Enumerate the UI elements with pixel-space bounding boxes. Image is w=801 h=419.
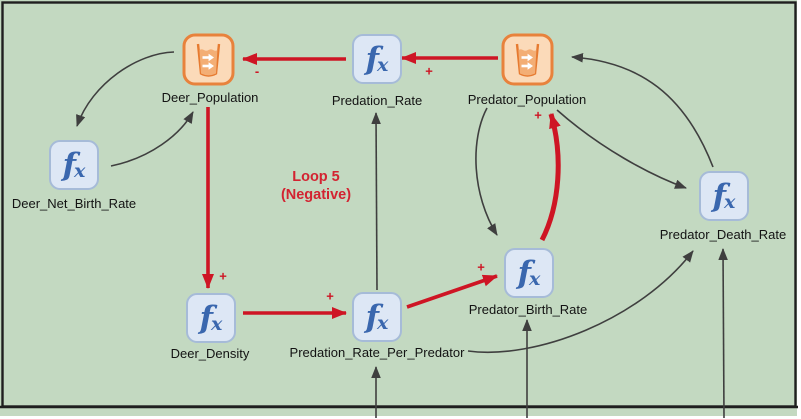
fx-icon: f (365, 298, 379, 335)
label-predator-population[interactable]: Predator_Population (467, 92, 587, 107)
label-predator-birth-rate[interactable]: Predator_Birth_Rate (468, 302, 588, 317)
label-deer-density[interactable]: Deer_Density (170, 346, 250, 361)
edge-predation-rate-per-predator-to-predation-rate[interactable] (371, 112, 381, 291)
fx-icon: f (62, 146, 76, 183)
edge-predator-birth-rate-to-predator-population[interactable] (539, 113, 561, 242)
label-deer-net-birth-rate[interactable]: Deer_Net_Birth_Rate (11, 196, 137, 211)
stock-bucket-icon (182, 33, 235, 86)
polarity-sign-positive: + (425, 63, 433, 79)
label-predation-rate-per-predator[interactable]: Predation_Rate_Per_Predator (289, 345, 465, 360)
edge-predator-population-to-predator-birth-rate[interactable] (475, 107, 498, 236)
fx-icon-subscript: x (529, 267, 541, 290)
polarity-sign-positive: + (326, 288, 334, 304)
fx-icon-subscript: x (74, 159, 86, 182)
fx-icon: f (517, 254, 531, 291)
loop-annotation-line2: (Negative) (280, 187, 352, 203)
loop-annotation-line1: Loop 5 (292, 169, 340, 185)
fx-icon: f (365, 40, 379, 77)
canvas-margin-bottom (0, 416, 798, 419)
fx-icon-subscript: x (377, 53, 389, 76)
stock-icon-deer-population[interactable] (182, 33, 235, 86)
polarity-sign-negative: - (254, 63, 260, 79)
edge-predator-death-rate-to-predator-population[interactable] (571, 53, 714, 168)
loop-annotation[interactable]: Loop 5 (Negative) (281, 168, 351, 204)
fx-icon: f (199, 299, 213, 336)
stock-icon-predator-population[interactable] (501, 33, 554, 86)
edge-predation-rate-per-predator-to-predator-birth-rate[interactable] (406, 274, 498, 309)
label-predator-death-rate[interactable]: Predator_Death_Rate (659, 227, 787, 242)
fx-icon: f (712, 177, 726, 214)
polarity-sign-positive: + (534, 107, 542, 123)
label-deer-population[interactable]: Deer_Population (161, 90, 259, 105)
edge-predation-rate-per-predator-to-predator-death-rate[interactable] (467, 250, 694, 353)
polarity-sign-positive: + (219, 268, 227, 284)
polarity-sign-positive: + (477, 259, 485, 275)
edge-predator-population-to-predator-death-rate[interactable] (556, 109, 687, 189)
canvas-margin-right (798, 0, 801, 419)
fx-icon-subscript: x (211, 312, 223, 335)
fx-icon-subscript: x (724, 190, 736, 213)
edge-offscreen-to-predator-death-rate[interactable] (718, 248, 728, 419)
fx-icon-subscript: x (377, 311, 389, 334)
edge-deer-population-to-deer-net-birth-rate[interactable] (76, 51, 175, 127)
stock-bucket-icon (501, 33, 554, 86)
label-predation-rate[interactable]: Predation_Rate (331, 93, 423, 108)
edge-deer-net-birth-rate-to-deer-population[interactable] (110, 111, 194, 167)
